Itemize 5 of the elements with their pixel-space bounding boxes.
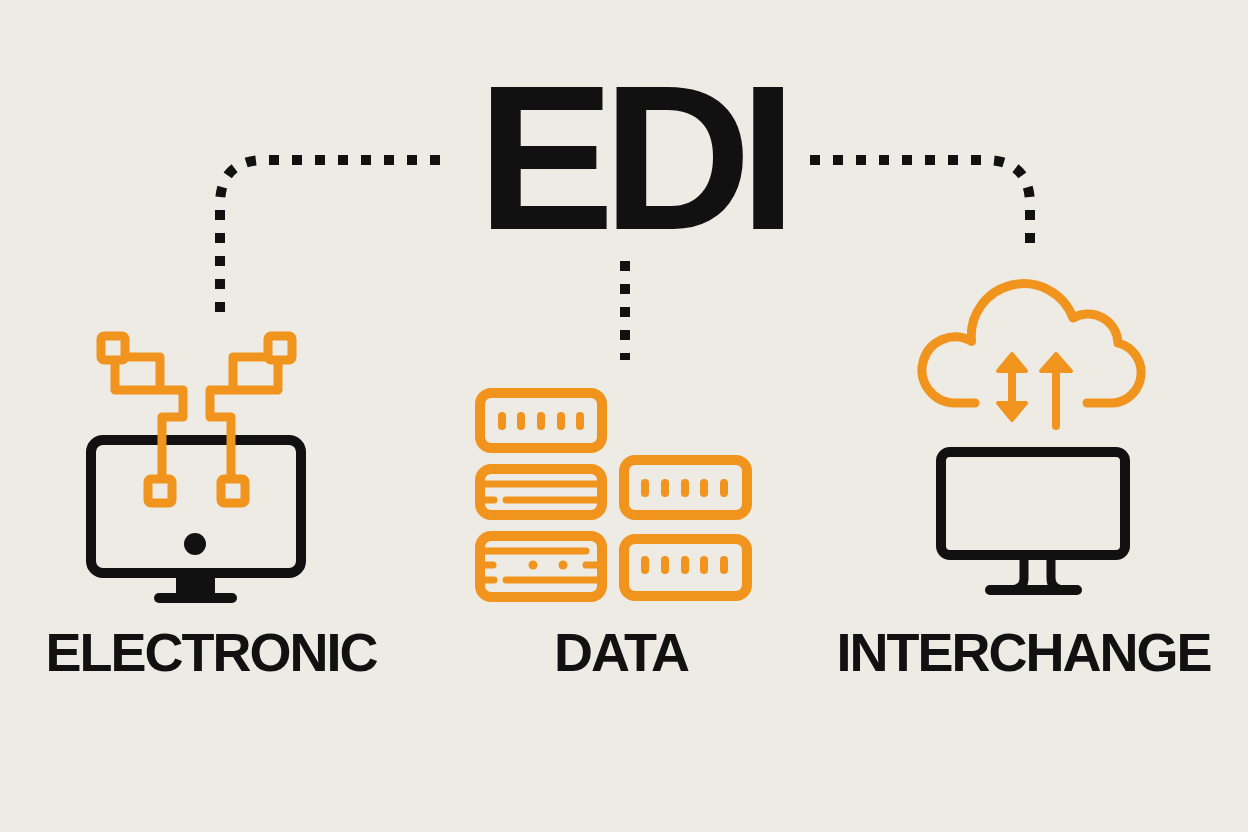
node-label: DATA: [553, 625, 688, 679]
title-text: EDI: [476, 55, 785, 261]
node-label: ELECTRONIC: [44, 625, 377, 679]
node-label: INTERCHANGE: [835, 625, 1211, 679]
dotted-connector: [620, 261, 630, 360]
